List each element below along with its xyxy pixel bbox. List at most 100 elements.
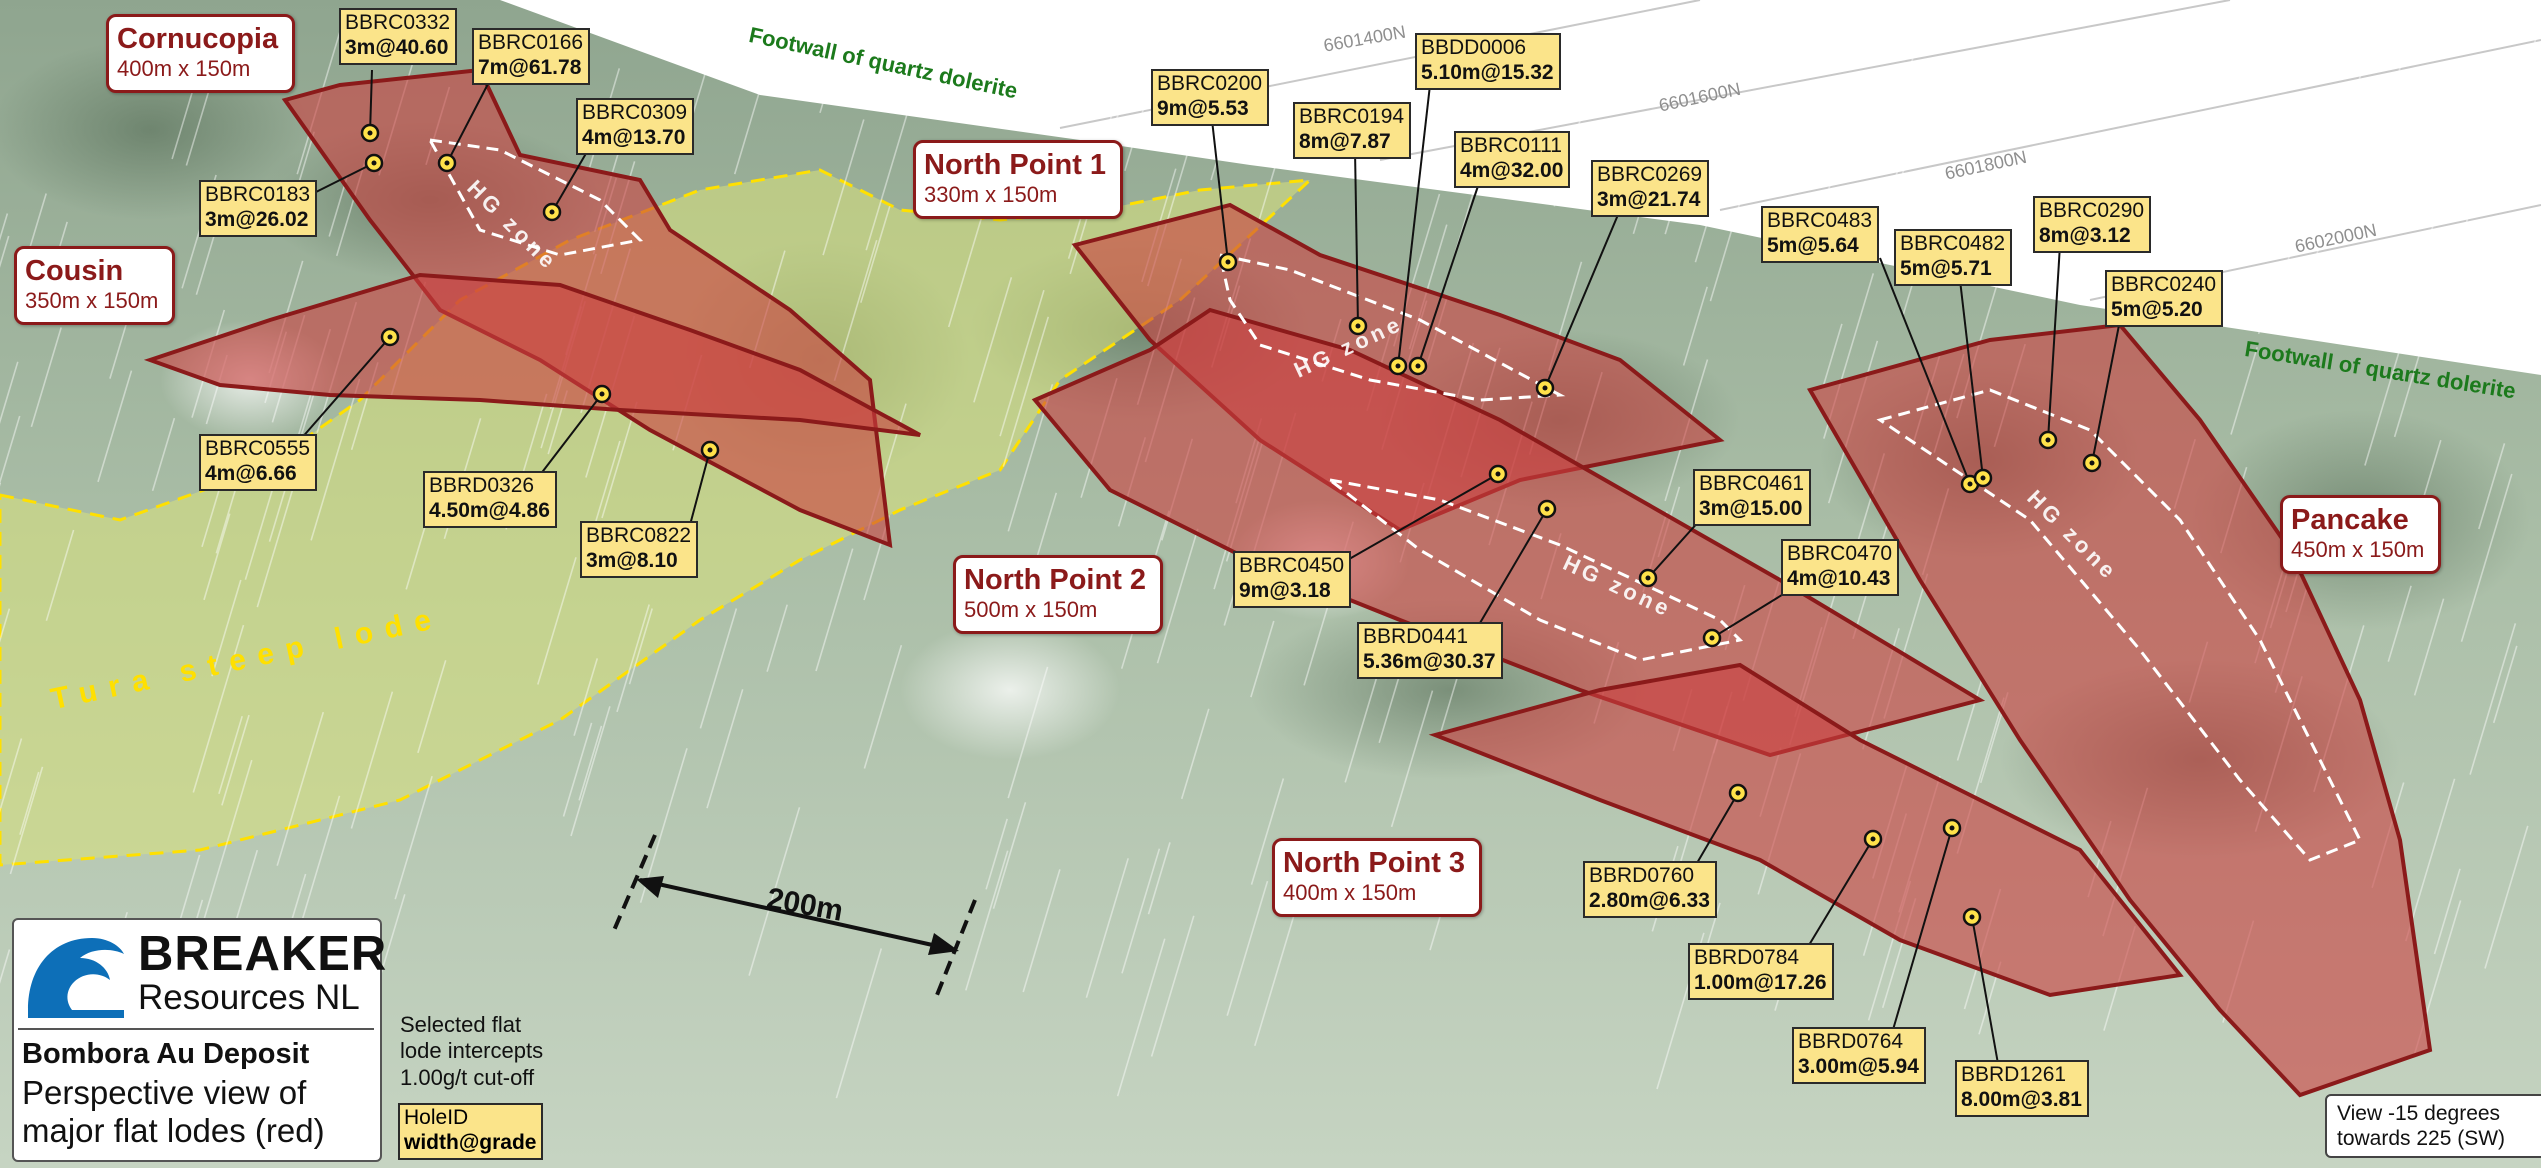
lode-name: North Point 3 <box>1283 847 1466 879</box>
lode-label-pancake: Pancake 450m x 150m <box>2280 495 2442 574</box>
lode-label-north-point-2: North Point 2 500m x 150m <box>953 555 1164 634</box>
lode-cousin <box>143 272 921 437</box>
deposit-title: Bombora Au Deposit <box>22 1038 310 1070</box>
scale-bar-arrow-left <box>636 876 664 898</box>
hole-marker-dot-bbrc0309 <box>549 209 555 215</box>
leader-line-bbrc0450 <box>1329 473 1499 571</box>
lode-dims: 500m x 150m <box>964 597 1098 623</box>
lode-name: Cousin <box>25 255 124 287</box>
leader-line-bbrc0482 <box>1959 279 1984 479</box>
hole-marker-dot-bbrc0111 <box>1415 363 1421 369</box>
leader-line-bbrd0441 <box>1469 508 1548 641</box>
leader-line-bbrc0111 <box>1417 179 1481 367</box>
leader-line-bbrc0332 <box>369 69 373 134</box>
legend-note-line-3: 1.00g/t cut-off <box>400 1064 535 1090</box>
title-box: BREAKER Resources NL Bombora Au Deposit … <box>12 918 386 1162</box>
lode-label-north-point-3: North Point 3 400m x 150m <box>1272 838 1483 917</box>
leader-line-bbrc0269 <box>1544 209 1621 389</box>
hole-marker-dot-bbrc0194 <box>1355 323 1361 329</box>
hg-zone-outlines <box>427 138 2363 862</box>
view-direction-line-2: towards 225 (SW) <box>2337 1127 2506 1151</box>
leader-line-bbrc0166 <box>446 79 491 164</box>
hole-marker-dot-bbrc0450 <box>1495 471 1501 477</box>
hole-marker-dot-bbrc0240 <box>2089 460 2095 466</box>
hole-marker-dot-bbrc0332 <box>367 130 373 136</box>
leader-line-bbrc0483 <box>1879 257 1971 485</box>
legend-note-line-1: Selected flat <box>400 1012 522 1037</box>
hole-marker-dot-bbrc0461 <box>1645 575 1651 581</box>
legend-key-holeid: HoleID <box>404 1106 469 1129</box>
hole-marker-dot-bbrc0166 <box>444 160 450 166</box>
leader-line-bbrd0326 <box>539 393 603 476</box>
lode-dims: 400m x 150m <box>1283 880 1417 906</box>
leader-line-bbrd1261 <box>1971 916 2001 1076</box>
hole-markers <box>360 123 2102 927</box>
lode-name: Cornucopia <box>117 23 279 55</box>
hole-marker-dot-bbrc0290 <box>2045 437 2051 443</box>
hole-marker-dot-bbrc0483 <box>1967 481 1973 487</box>
leader-line-bbrd0764 <box>1889 827 1953 1041</box>
subtitle-line-1: Perspective view of <box>22 1074 307 1111</box>
hole-marker-dot-bbrc0200 <box>1225 259 1231 265</box>
lode-dims: 350m x 150m <box>25 288 159 314</box>
leader-line-bbrc0470 <box>1711 589 1791 639</box>
lode-name: North Point 1 <box>924 149 1107 181</box>
leader-line-bbrd0784 <box>1799 838 1874 961</box>
leader-line-bbrc0200 <box>1211 119 1229 263</box>
leader-line-bbrc0555 <box>299 336 391 441</box>
leader-line-bbrc0290 <box>2047 244 2061 441</box>
lode-north-point-3 <box>1428 662 2184 998</box>
lode-name: Pancake <box>2291 504 2409 536</box>
hole-marker-dot-bbrc0822 <box>707 447 713 453</box>
hole-marker-dot-bbrd0441 <box>1544 506 1550 512</box>
legend-key: HoleID width@grade <box>398 1103 544 1160</box>
hole-marker-dot-bbrc0470 <box>1709 635 1715 641</box>
hole-marker-dot-bbrd0764 <box>1949 825 1955 831</box>
hole-marker-dot-bbrc0555 <box>387 334 393 340</box>
view-direction-box: View -15 degrees towards 225 (SW) <box>2325 1094 2541 1159</box>
scale-bar-line <box>639 878 956 952</box>
legend-note: Selected flat lode intercepts 1.00g/t cu… <box>400 1012 543 1091</box>
view-direction-line-1: View -15 degrees <box>2337 1102 2501 1125</box>
lode-label-cousin: Cousin 350m x 150m <box>14 246 176 325</box>
company-name-line1: BREAKER <box>138 927 388 981</box>
scale-bar <box>610 834 977 1001</box>
company-name-line2: Resources NL <box>138 978 360 1017</box>
leader-line-bbrc0309 <box>551 149 589 213</box>
leader-lines <box>299 69 2121 1076</box>
lode-dims: 330m x 150m <box>924 182 1058 208</box>
lode-dims: 400m x 150m <box>117 56 251 82</box>
scale-bar-arrow-right <box>928 933 959 955</box>
leader-line-bbdd0006 <box>1397 84 1431 367</box>
hole-marker-dot-bbrd0784 <box>1870 836 1876 842</box>
leader-line-bbrc0822 <box>689 449 711 526</box>
hole-marker-dot-bbdd0006 <box>1395 363 1401 369</box>
legend-key-width-grade: width@grade <box>404 1130 537 1154</box>
lode-label-north-point-1: North Point 1 330m x 150m <box>913 140 1124 219</box>
legend-note-line-2: lode intercepts <box>400 1038 544 1064</box>
leader-line-bbrc0461 <box>1647 519 1701 579</box>
hole-marker-dot-bbrc0269 <box>1542 385 1548 391</box>
lode-label-cornucopia: Cornucopia 400m x 150m <box>106 14 296 93</box>
